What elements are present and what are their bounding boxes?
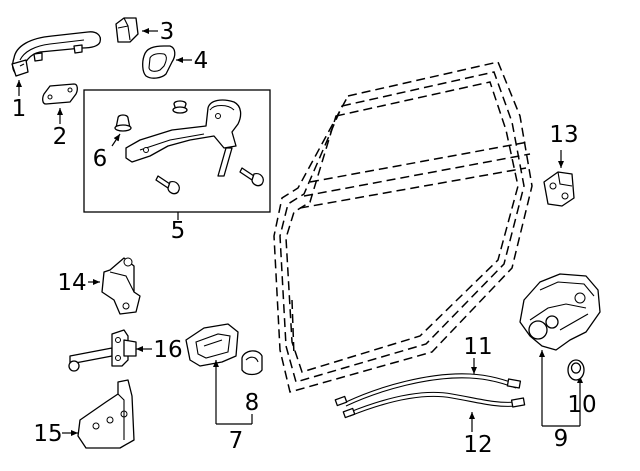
leader-6 <box>111 133 121 147</box>
callout-13: 13 <box>549 122 578 148</box>
callout-7: 7 <box>229 428 244 454</box>
door-outline <box>273 61 533 393</box>
callout-10: 10 <box>567 392 596 418</box>
callout-2: 2 <box>53 124 68 150</box>
callout-16: 16 <box>153 337 182 363</box>
door-check-part[interactable] <box>68 329 137 372</box>
callout-3: 3 <box>160 19 175 45</box>
inside-handle-part[interactable] <box>185 323 239 367</box>
callout-12: 12 <box>463 432 492 458</box>
inside-handle-cable-part[interactable] <box>342 391 526 419</box>
callout-15: 15 <box>33 421 62 447</box>
bezel-cover-part[interactable] <box>241 350 263 376</box>
outside-handle-part[interactable] <box>11 31 102 77</box>
screw-part[interactable] <box>172 100 188 114</box>
handle-bezel-part[interactable] <box>142 45 176 79</box>
callout-8: 8 <box>245 390 260 416</box>
handle-pad-part[interactable] <box>42 83 78 105</box>
cylinder-cap-part[interactable] <box>115 17 139 43</box>
callout-9: 9 <box>554 426 569 452</box>
callout-5: 5 <box>171 218 186 244</box>
upper-hinge-part[interactable] <box>101 257 141 315</box>
callout-14: 14 <box>57 270 86 296</box>
lower-hinge-part[interactable] <box>77 379 135 449</box>
striker-part[interactable] <box>543 171 575 207</box>
bolt-right-part[interactable] <box>239 167 264 187</box>
grommet-part[interactable] <box>567 359 585 381</box>
frame-assembly-box <box>83 89 271 213</box>
callout-4: 4 <box>194 48 209 74</box>
clip-part[interactable] <box>114 114 132 132</box>
handle-frame-part[interactable] <box>125 99 242 177</box>
lock-cable-part[interactable] <box>334 373 522 407</box>
callout-6: 6 <box>93 146 108 172</box>
bolt-lower-part[interactable] <box>155 175 180 195</box>
callout-1: 1 <box>12 96 27 122</box>
callout-11: 11 <box>463 334 492 360</box>
door-lock-part[interactable] <box>519 273 601 351</box>
